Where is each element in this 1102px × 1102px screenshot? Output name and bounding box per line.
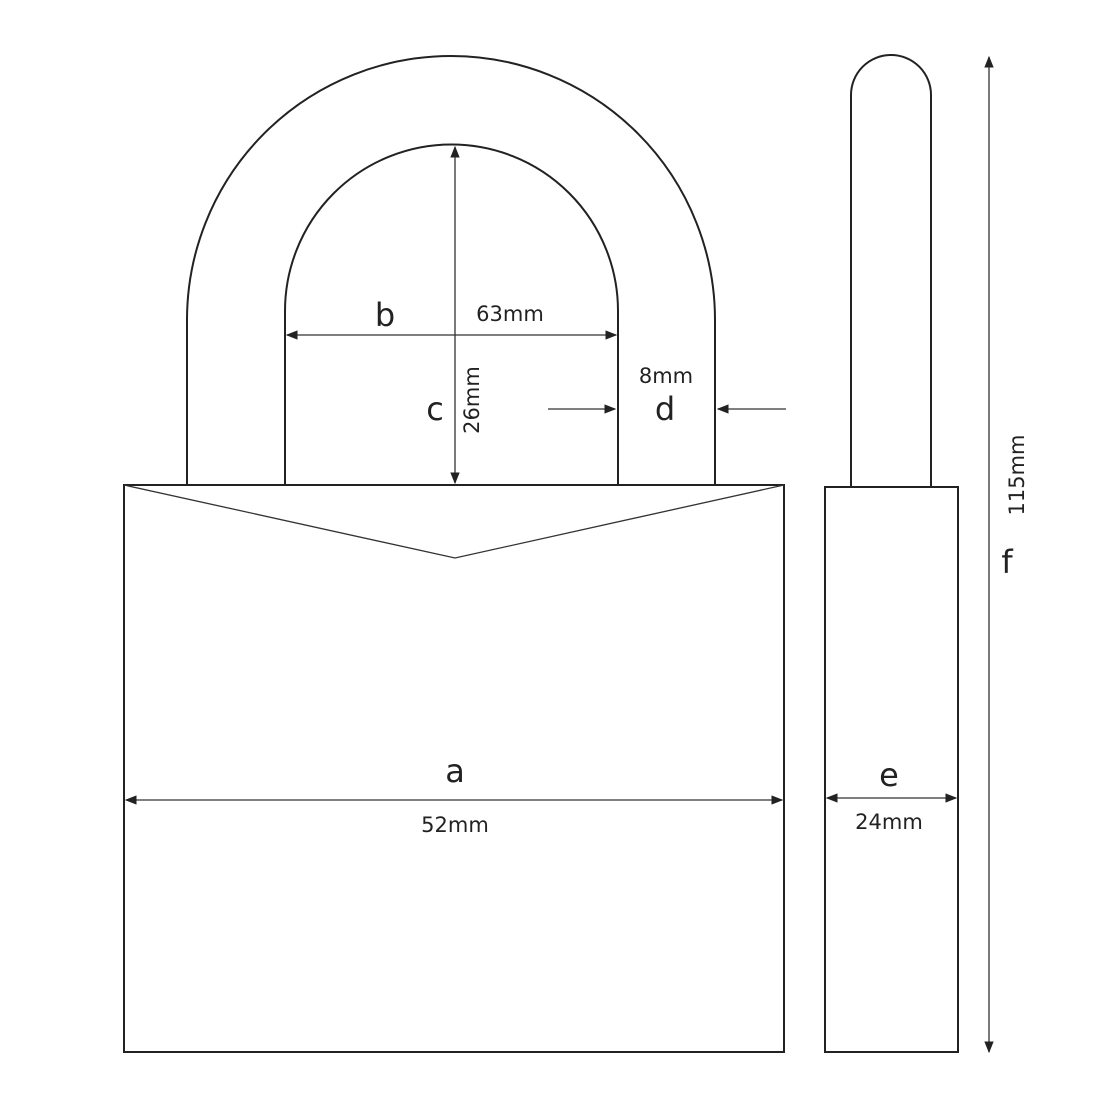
- body-bevel-line: [123, 484, 785, 559]
- shackle-outer: [186, 55, 716, 485]
- label-d-value: 8mm: [639, 364, 693, 388]
- label-c: c: [426, 390, 444, 428]
- label-e-value: 24mm: [855, 810, 923, 834]
- label-f-value: 115mm: [1005, 435, 1029, 516]
- label-e: e: [879, 756, 899, 794]
- shackle-inner: [284, 143, 619, 485]
- label-f: f: [1001, 543, 1013, 581]
- label-c-value: 26mm: [460, 366, 484, 434]
- label-a: a: [445, 752, 465, 790]
- label-b: b: [375, 296, 395, 334]
- label-d: d: [655, 390, 675, 428]
- shackle-side: [850, 54, 932, 487]
- lock-body-front: [123, 484, 785, 1053]
- label-a-value: 52mm: [421, 813, 489, 837]
- lock-body-side: [824, 486, 959, 1053]
- label-b-value: 63mm: [476, 302, 544, 326]
